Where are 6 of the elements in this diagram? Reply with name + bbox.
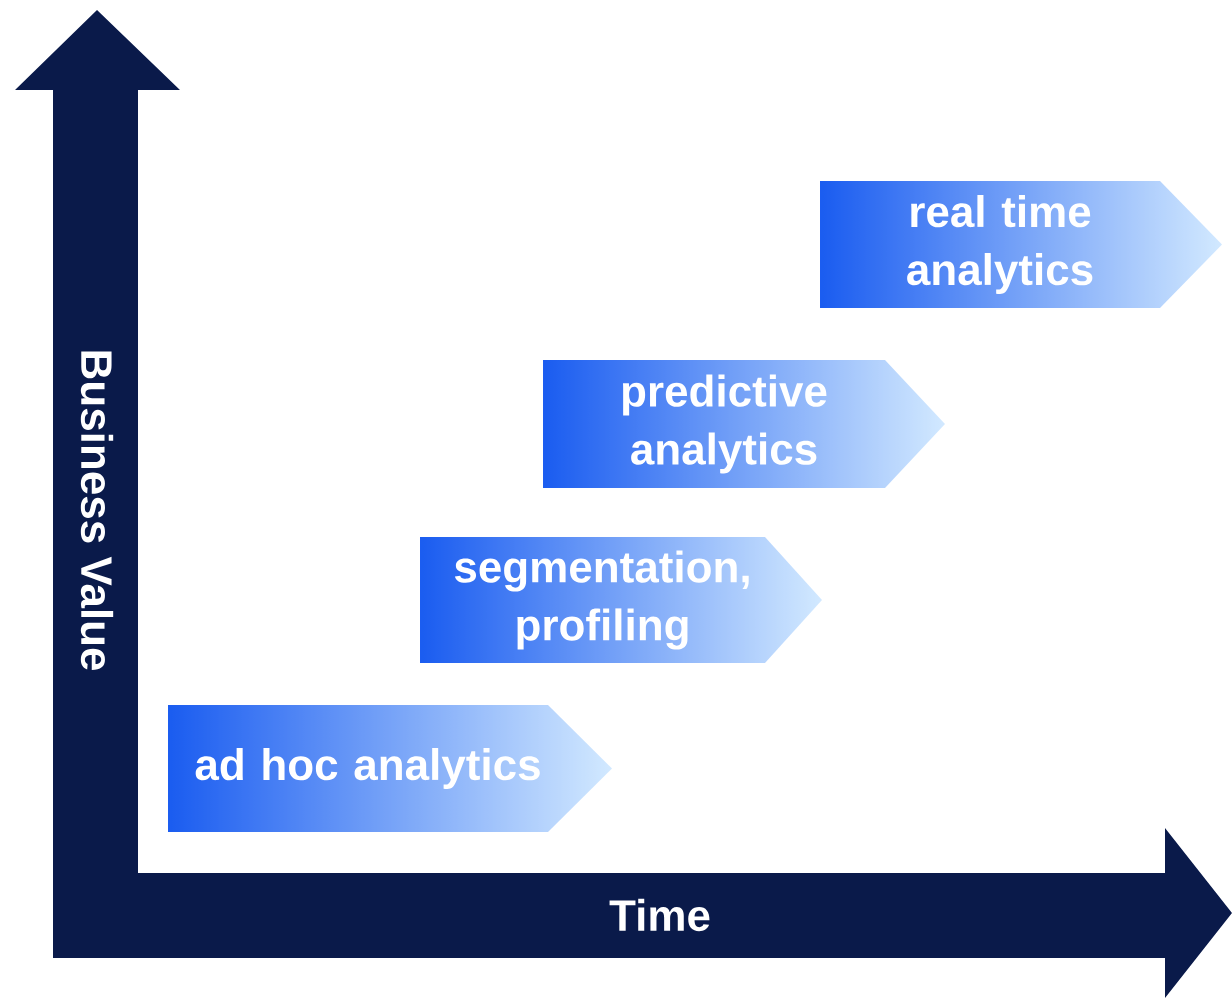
axis-label: Business Value: [80, 351, 114, 670]
chevron-arrow: real time analytics: [907, 195, 1093, 294]
chevron-arrow: segmentation, profiling: [454, 550, 749, 650]
chevron-arrow: predictive analytics: [622, 374, 827, 474]
axis-label: Time: [609, 898, 710, 932]
chevron-arrow: ad hoc analytics: [195, 748, 540, 789]
